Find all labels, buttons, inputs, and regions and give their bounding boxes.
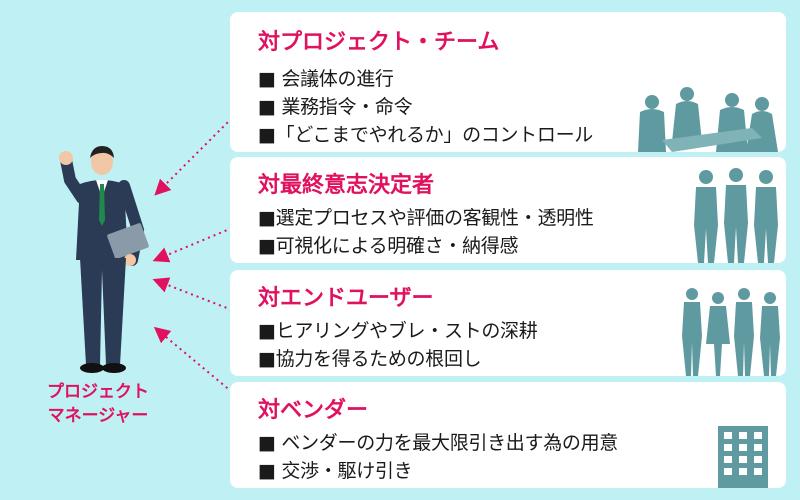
- card-line: ■「どこまでやれるか」のコントロール: [258, 124, 593, 146]
- card-title: 対最終意志決定者: [258, 173, 435, 198]
- card-title: 対ベンダー: [258, 398, 369, 423]
- card-line: ■選定プロセスや評価の客観性・透明性: [258, 207, 594, 229]
- card-line: ■ 交渉・駆け引き: [258, 460, 413, 482]
- businessman-icon: [59, 146, 149, 373]
- card-line: ■協力を得るための根回し: [258, 348, 482, 370]
- executives-silhouette-icon: [694, 168, 778, 263]
- card-line: ■可視化による明確さ・納得感: [258, 235, 519, 257]
- card-vendor: 対ベンダー ■ ベンダーの力を最大限引き出す為の用意 ■ 交渉・駆け引き: [230, 382, 786, 488]
- arrow-to-card-2: [152, 227, 233, 263]
- manager-label-line2: マネージャー: [47, 406, 149, 426]
- users-silhouette-icon: [682, 288, 780, 376]
- arrow-to-card-4: [153, 326, 233, 393]
- card-project-team: 対プロジェクト・チーム ■ 会議体の進行 ■ 業務指令・命令 ■「どこまでやれる…: [230, 12, 786, 152]
- card-final-decision-maker: 対最終意志決定者 ■選定プロセスや評価の客観性・透明性 ■可視化による明確さ・納…: [230, 157, 786, 263]
- card-line: ■ヒアリングやブレ・ストの深耕: [258, 320, 538, 342]
- card-line: ■ ベンダーの力を最大限引き出す為の用意: [258, 432, 618, 454]
- manager-label: プロジェクト マネージャー: [38, 380, 158, 428]
- manager-label-line1: プロジェクト: [47, 382, 149, 402]
- card-end-user: 対エンドユーザー ■ヒアリングやブレ・ストの深耕 ■協力を得るための根回し: [230, 270, 786, 376]
- card-line: ■ 業務指令・命令: [258, 96, 413, 118]
- card-line: ■ 会議体の進行: [258, 68, 394, 90]
- arrow-to-card-1: [154, 117, 233, 196]
- card-title: 対プロジェクト・チーム: [258, 30, 500, 55]
- meeting-silhouette-icon: [638, 87, 778, 152]
- arrow-to-card-3: [152, 277, 233, 311]
- card-title: 対エンドユーザー: [258, 286, 434, 311]
- office-building-icon: [718, 426, 768, 488]
